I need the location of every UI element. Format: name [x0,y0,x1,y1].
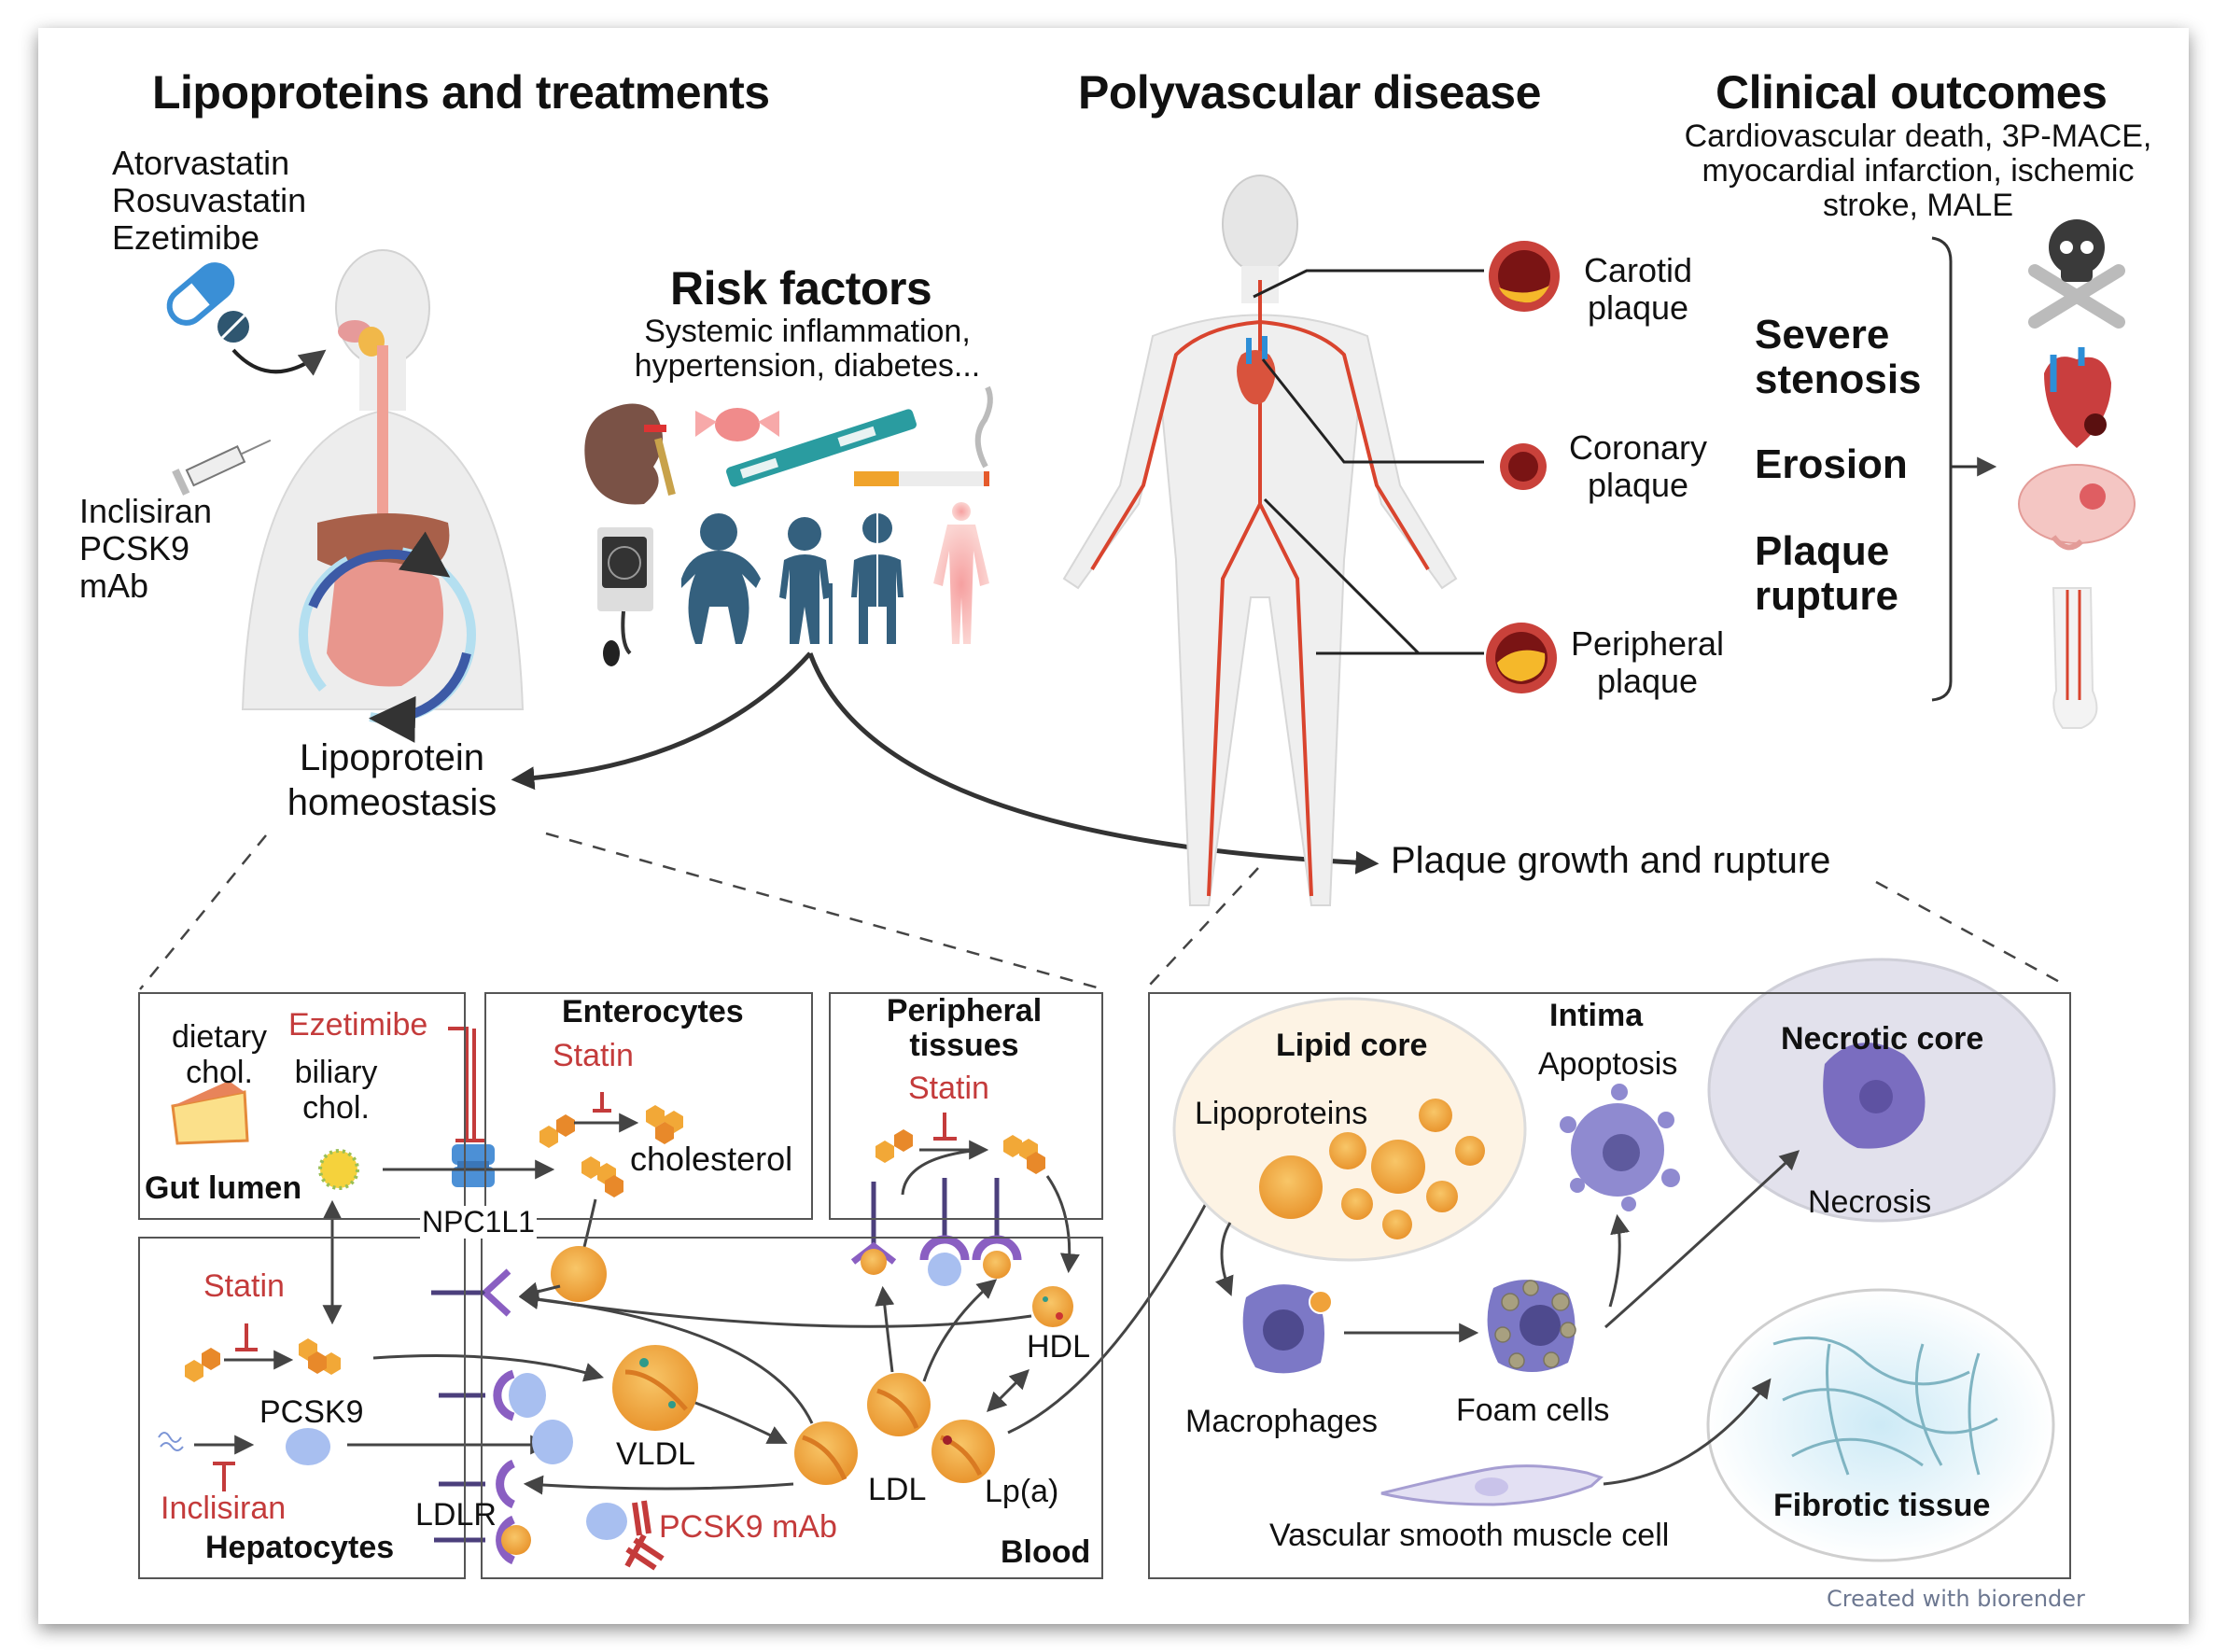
lpa-label: Lp(a) [985,1474,1059,1509]
polyvascular-title: Polyvascular disease [1078,66,1541,119]
intima-box [1148,992,2071,1579]
label-line: chol. [302,1090,370,1126]
enterocytes-label: Enterocytes [562,994,744,1029]
gut-lumen-box [138,992,466,1220]
clinical-outcomes-title: Clinical outcomes [1716,66,2108,119]
carotid-plaque-label: Carotid plaque [1559,252,1717,327]
lipid-core-label: Lipid core [1276,1028,1428,1063]
hdl-label: HDL [1027,1329,1091,1365]
label-line: Lipoprotein [300,737,484,778]
npc1l1-label: NPC1L1 [420,1205,537,1239]
risk-subtitle-line: Systemic inflammation, [644,314,971,349]
drug-mab: mAb [79,567,149,605]
cholesterol-label: cholesterol [630,1140,793,1178]
label-line: biliary [294,1055,378,1090]
hepatocytes-label: Hepatocytes [205,1530,395,1565]
label-line: chol. [186,1055,253,1090]
peripheral-tissues-label: Peripheral tissues [829,994,1099,1063]
lipoproteins-label: Lipoproteins [1195,1096,1368,1131]
ezetimibe-label: Ezetimibe [288,1007,428,1043]
vldl-label: VLDL [616,1436,696,1472]
foam-cells-label: Foam cells [1456,1393,1610,1428]
outcome-line: Cardiovascular death, 3P-MACE, [1684,119,2152,154]
blood-label: Blood [1001,1534,1091,1570]
label-line: plaque [1587,466,1689,504]
label-line: rupture [1755,573,1898,619]
hepatocytes-box [138,1237,466,1579]
enterocytes-box [484,992,813,1220]
ldl-label: LDL [868,1472,927,1507]
peripheral-tissues-box [829,992,1103,1220]
plaque-growth-label: Plaque growth and rupture [1391,840,1831,881]
coronary-plaque-label: Coronary plaque [1554,429,1722,504]
outcome-line: stroke, MALE [1822,188,2014,223]
mechanism-plaque-rupture: Plaque rupture [1755,529,1898,619]
label-line: homeostasis [287,782,497,823]
mechanism-erosion: Erosion [1755,442,1908,487]
risk-factors-subtitle: Systemic inflammation, hypertension, dia… [611,315,1003,384]
intima-label: Intima [1549,998,1644,1033]
inclisiran-label: Inclisiran [161,1491,287,1526]
lipoprotein-homeostasis-label: Lipoprotein homeostasis [266,735,518,825]
label-line: Carotid [1583,251,1693,289]
label-line: Plaque [1755,528,1890,574]
label-line: plaque [1596,662,1699,700]
pcsk9-mab-label: PCSK9 mAb [659,1509,837,1545]
gut-lumen-label: Gut lumen [145,1170,302,1206]
outcome-line: myocardial infarction, ischemic [1702,153,2135,189]
mechanism-severe-stenosis: Severe stenosis [1755,313,1922,402]
biliary-cholesterol-label: biliary chol. [280,1055,392,1126]
label-line: plaque [1587,288,1689,327]
clinical-outcomes-subtitle: Cardiovascular death, 3P-MACE, myocardia… [1652,119,2184,223]
ldlr-label: LDLR [415,1497,497,1533]
pcsk9-label: PCSK9 [259,1394,364,1430]
apoptosis-label: Apoptosis [1538,1046,1678,1082]
label-line: Erosion [1755,441,1908,487]
lipoproteins-title: Lipoproteins and treatments [152,66,770,119]
peripheral-statin-label: Statin [908,1071,989,1106]
label-line: dietary [171,1019,268,1055]
biorender-credit: Created with biorender [1827,1586,2085,1612]
hepatocyte-statin-label: Statin [203,1268,285,1304]
risk-subtitle-line: hypertension, diabetes... [634,348,981,384]
dietary-cholesterol-label: dietary chol. [159,1019,280,1090]
label-line: tissues [909,1028,1019,1063]
label-line: Severe [1755,312,1890,357]
drug-ezetimibe: Ezetimibe [112,218,260,257]
necrotic-core-label: Necrotic core [1781,1021,1984,1057]
drug-pcsk9: PCSK9 [79,529,190,567]
label-line: stenosis [1755,357,1922,402]
label-line: Coronary [1568,428,1708,467]
blood-box [481,1237,1103,1579]
drug-atorvastatin: Atorvastatin [112,144,290,182]
label-line: Peripheral [1570,624,1725,663]
peripheral-plaque-label: Peripheral plaque [1554,625,1741,700]
label-line: Peripheral [886,993,1043,1029]
risk-factors-title: Risk factors [670,262,932,315]
injectable-drug-list: Inclisiran PCSK9 mAb [79,493,212,605]
drug-rosuvastatin: Rosuvastatin [112,181,307,219]
fibrotic-tissue-label: Fibrotic tissue [1773,1488,1991,1523]
necrosis-label: Necrosis [1808,1184,1932,1220]
drug-inclisiran: Inclisiran [79,492,213,530]
smc-label: Vascular smooth muscle cell [1269,1518,1670,1553]
oral-drug-list: Atorvastatin Rosuvastatin Ezetimibe [112,145,306,257]
macrophages-label: Macrophages [1185,1404,1379,1439]
enterocyte-statin-label: Statin [553,1038,634,1073]
